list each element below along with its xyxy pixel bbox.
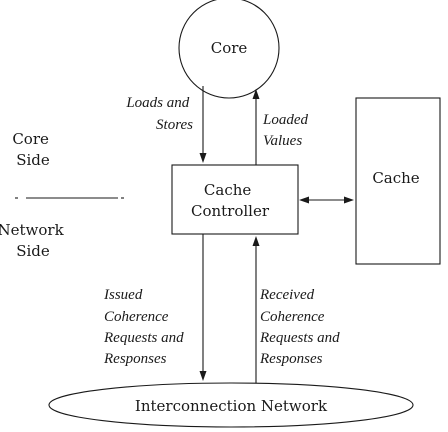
- loaded-values-label: Loaded Values: [262, 112, 312, 149]
- cache-controller-label: Cache Controller: [191, 181, 270, 220]
- core-node: [178, 0, 280, 99]
- received-requests-arrow: [252, 236, 260, 383]
- loads-stores-label: Loads and Stores: [125, 95, 193, 133]
- cache-controller-node: [171, 164, 299, 235]
- issued-requests-label: Issued Coherence Requests and Responses: [103, 287, 187, 367]
- cache-label: Cache: [372, 169, 419, 187]
- core-label: Core: [211, 39, 248, 57]
- loads-stores-arrow: [199, 86, 207, 163]
- controller-cache-arrow: [299, 196, 354, 204]
- core-side-label: Core Side: [12, 130, 53, 169]
- issued-requests-arrow: [199, 234, 207, 381]
- received-requests-label: Received Coherence Requests and Response…: [259, 287, 343, 367]
- interconnection-network-label: Interconnection Network: [135, 397, 328, 415]
- network-side-label: Network Side: [0, 221, 68, 260]
- loaded-values-arrow: [252, 89, 260, 165]
- cache-node: [355, 97, 441, 265]
- interconnection-network-node: [48, 382, 414, 428]
